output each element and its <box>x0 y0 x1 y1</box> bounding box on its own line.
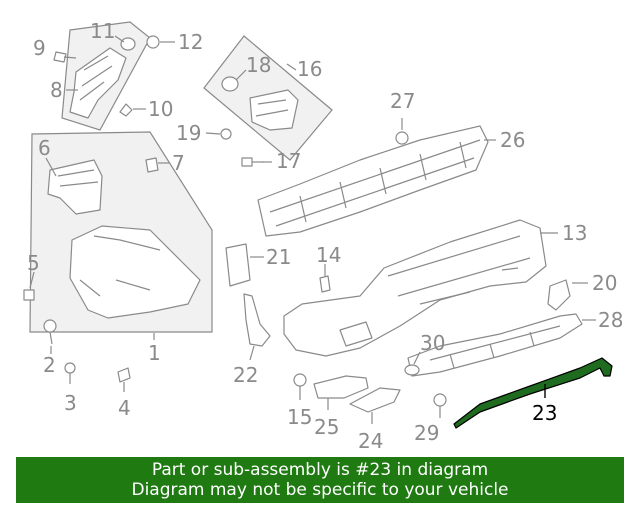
callout-5: 5 <box>27 251 40 275</box>
clip-10 <box>119 103 133 117</box>
callout-4: 4 <box>118 396 131 420</box>
callout-13: 13 <box>562 221 587 245</box>
callout-25: 25 <box>314 415 339 439</box>
callout-14: 14 <box>316 243 341 267</box>
screw-15 <box>293 373 307 400</box>
bolt-2 <box>43 319 57 345</box>
bracket-16-group-box <box>203 35 333 161</box>
callout-23: 23 <box>532 401 557 425</box>
callout-8: 8 <box>50 78 63 102</box>
callout-15: 15 <box>287 405 312 429</box>
callout-16: 16 <box>297 57 322 81</box>
bracket-22 <box>243 293 271 361</box>
banner-line-2: Diagram may not be specific to your vehi… <box>131 480 509 500</box>
callout-30: 30 <box>420 331 445 355</box>
highlighted-part-23 <box>453 357 613 429</box>
clip-30 <box>404 351 421 376</box>
reinforcement-26 <box>257 125 489 237</box>
callout-17: 17 <box>276 149 301 173</box>
bolt-9 <box>53 51 77 63</box>
diffuser-28 <box>407 313 583 377</box>
screw-3 <box>64 362 76 384</box>
tip-trim-24 <box>349 387 401 424</box>
callout-1: 1 <box>148 341 161 365</box>
clip-7 <box>145 157 159 173</box>
callout-26: 26 <box>500 128 525 152</box>
callout-2: 2 <box>43 353 56 377</box>
reflector-20 <box>547 279 571 311</box>
clip-5 <box>23 289 35 301</box>
bolt-17 <box>241 157 264 167</box>
callout-6: 6 <box>38 136 51 160</box>
grommet-19 <box>220 128 232 140</box>
rear-fascia-13 <box>283 219 547 357</box>
parts-diagram: 11 8 9 12 10 18 16 6 1 <box>23 19 623 453</box>
callout-12: 12 <box>178 30 203 54</box>
callout-3: 3 <box>64 391 77 415</box>
clip-4 <box>117 367 131 392</box>
bolt-27 <box>395 118 409 145</box>
notice-banner: Part or sub-assembly is #23 in diagram D… <box>16 457 624 503</box>
callout-29: 29 <box>414 421 439 445</box>
fascia-corner-group-box <box>29 131 213 333</box>
clip-12 <box>146 35 160 49</box>
callout-10: 10 <box>148 97 173 121</box>
callout-18: 18 <box>246 53 271 77</box>
banner-line-1: Part or sub-assembly is #23 in diagram <box>151 460 489 480</box>
callout-28: 28 <box>598 308 623 332</box>
callout-9: 9 <box>33 36 46 60</box>
callout-21: 21 <box>266 245 291 269</box>
bracket-21 <box>225 243 251 287</box>
clip-14 <box>319 264 331 293</box>
callout-24: 24 <box>358 429 383 453</box>
tip-trim-25 <box>313 375 369 410</box>
callout-7: 7 <box>172 151 185 175</box>
bracket-group-box <box>61 21 151 131</box>
callout-22: 22 <box>233 363 258 387</box>
screw-29 <box>433 393 447 418</box>
callout-27: 27 <box>390 89 415 113</box>
callout-20: 20 <box>592 271 617 295</box>
callout-19: 19 <box>176 121 201 145</box>
callout-11: 11 <box>90 19 115 43</box>
